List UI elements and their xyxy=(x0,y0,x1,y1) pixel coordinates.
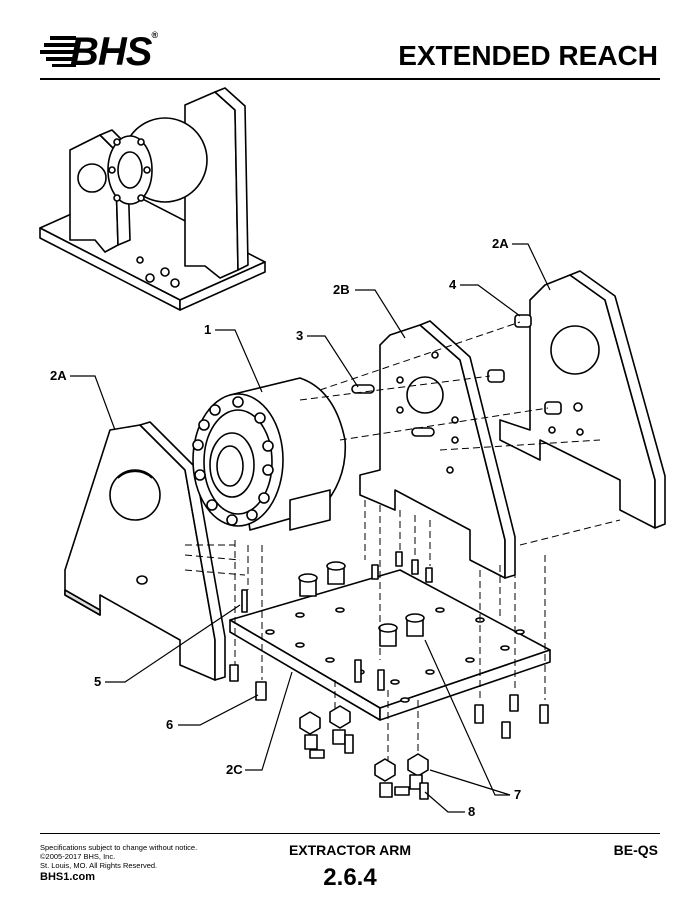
callout-4: 4 xyxy=(449,277,457,292)
header-rule xyxy=(40,78,660,80)
brand-name: BHS® xyxy=(70,30,158,74)
callout-2a-left: 2A xyxy=(50,368,67,383)
bolts-5-6 xyxy=(229,551,549,739)
callout-8: 8 xyxy=(468,804,476,819)
side-plate-2a-right xyxy=(499,270,666,529)
footer-rule xyxy=(40,833,660,834)
footer-website: BHS1.com xyxy=(40,871,96,883)
rotary-actuator-1 xyxy=(192,377,347,531)
footer-notes: Specifications subject to change without… xyxy=(40,843,197,884)
page-title: EXTENDED REACH xyxy=(398,40,658,71)
bhs-logo-icon xyxy=(40,36,76,67)
fittings-8 xyxy=(299,705,429,800)
callout-3: 3 xyxy=(296,328,304,343)
footer-note-location: St. Louis, MO. All Rights Reserved. xyxy=(40,861,158,870)
footer-note-specs: Specifications subject to change without… xyxy=(40,843,198,852)
callout-1: 1 xyxy=(204,322,212,337)
callout-2a-right: 2A xyxy=(492,236,509,251)
footer-section-number: 2.6.4 xyxy=(323,864,377,891)
registered-mark: ® xyxy=(151,30,158,40)
assembled-view xyxy=(39,87,266,311)
footer-center: EXTRACTOR ARM 2.6.4 xyxy=(250,842,450,892)
callout-6: 6 xyxy=(166,717,174,732)
footer-subtitle: EXTRACTOR ARM xyxy=(288,842,412,858)
footer-code: BE-QS xyxy=(613,842,658,858)
callout-7: 7 xyxy=(514,787,522,802)
studs-4 xyxy=(487,314,562,415)
callout-5: 5 xyxy=(94,674,102,689)
footer-note-copyright: ©2005-2017 BHS, Inc. xyxy=(40,852,116,861)
bushings-7 xyxy=(298,561,425,647)
side-plate-2a-left xyxy=(64,421,226,681)
callout-2c: 2C xyxy=(226,762,243,777)
side-plate-2b xyxy=(359,320,516,579)
callout-2b: 2B xyxy=(333,282,350,297)
